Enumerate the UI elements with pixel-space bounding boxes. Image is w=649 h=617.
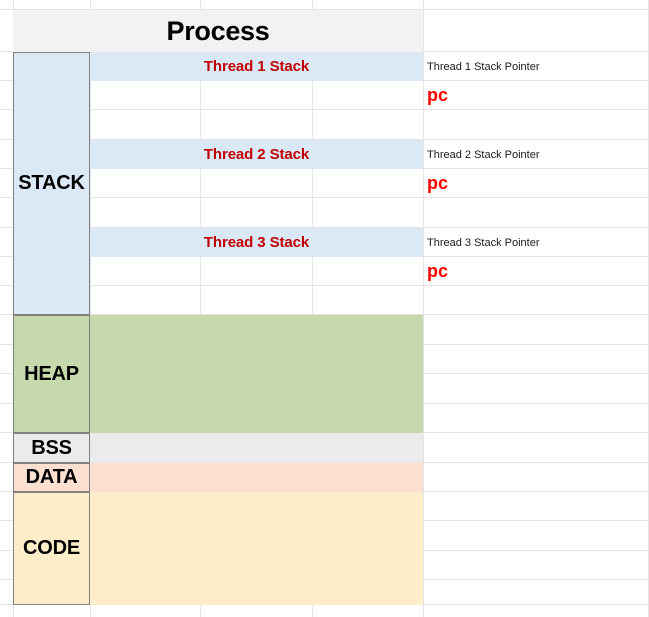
segment-code: CODE [13,492,90,605]
gridline-horizontal [0,285,649,286]
thread-1-stack-pointer-label: Thread 1 Stack Pointer [427,60,540,73]
segment-data-label: DATA [25,466,78,488]
gridline-vertical [423,0,424,617]
thread-3-stack-pointer-label: Thread 3 Stack Pointer [427,236,540,249]
thread-1-pointer-tint [414,52,423,81]
gridline-horizontal [0,314,649,315]
data-body-fill [90,463,423,492]
page-title: Process [166,15,270,46]
bss-body-fill [90,433,423,463]
gridline-horizontal [0,109,649,110]
gridline-horizontal [0,227,649,228]
thread-3-pointer-tint [414,228,423,257]
thread-3-stack-band: Thread 3 Stack [90,228,423,257]
segment-code-label: CODE [23,537,80,559]
segment-data: DATA [13,463,90,492]
thread-2-stack-pointer-label: Thread 2 Stack Pointer [427,148,540,161]
segment-bss-label: BSS [31,436,72,459]
thread-1-stack-band: Thread 1 Stack [90,52,423,81]
gridline-vertical [90,0,91,617]
heap-body-fill [90,315,423,433]
thread-2-stack-label: Thread 2 Stack [203,146,310,163]
gridline-horizontal [0,9,649,10]
gridline-horizontal [0,139,649,140]
segment-heap-label: HEAP [24,362,79,385]
thread-2-pointer-tint [414,140,423,169]
code-body-fill [90,492,423,605]
segment-stack: STACK [13,52,90,315]
gridline-horizontal [0,197,649,198]
segment-stack-label: STACK [18,172,85,194]
segment-heap: HEAP [13,315,90,433]
thread-2-stack-band: Thread 2 Stack [90,140,423,169]
thread-3-stack-label: Thread 3 Stack [203,234,310,251]
thread-1-stack-label: Thread 1 Stack [203,58,310,75]
process-title-cell: Process [13,10,423,52]
thread-1-pc-label: pc [427,85,449,105]
gridline-vertical [312,0,313,617]
gridline-vertical [200,0,201,617]
thread-2-pc-label: pc [427,173,449,193]
segment-bss: BSS [13,433,90,463]
thread-3-pc-label: pc [427,261,449,281]
